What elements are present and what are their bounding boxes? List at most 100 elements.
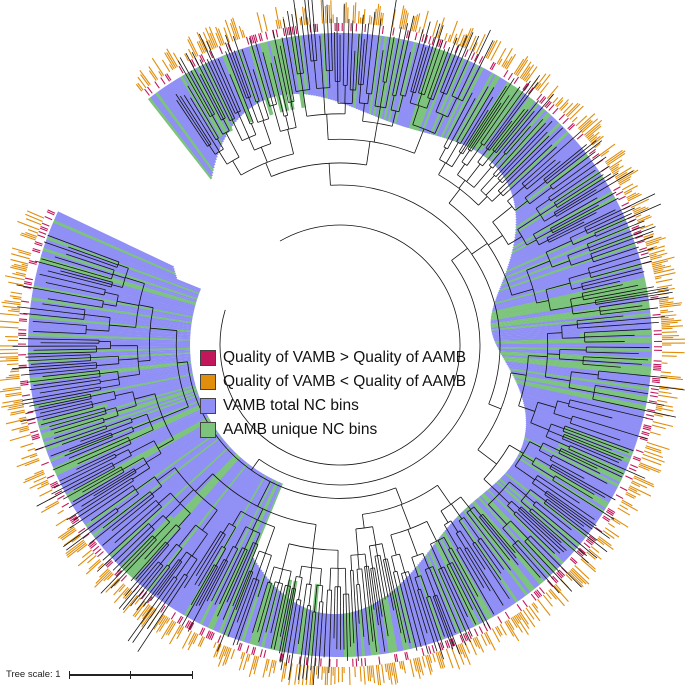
vamb-better-tick — [439, 642, 444, 651]
branch-radial — [248, 97, 259, 123]
aamb-better-tick — [617, 169, 639, 183]
vamb-better-tick — [147, 596, 153, 604]
branch-radial — [312, 524, 317, 549]
branch-radial — [467, 40, 494, 92]
branch-radial — [559, 450, 571, 457]
aamb-better-tick — [375, 664, 380, 685]
branch-radial — [450, 547, 463, 569]
branch-radial — [64, 440, 104, 457]
branch-radial — [579, 173, 612, 194]
aamb-better-tick — [0, 377, 20, 381]
branch-radial — [557, 400, 570, 405]
branch-radial — [562, 510, 585, 527]
aamb-better-tick — [375, 3, 380, 26]
branch-arc — [110, 432, 113, 437]
aamb-better-tick — [580, 120, 593, 132]
vamb-better-tick — [428, 646, 432, 655]
branch-radial — [595, 356, 649, 361]
aamb-better-tick — [390, 662, 394, 676]
branch-radial — [588, 243, 599, 249]
branch-radial — [500, 110, 535, 152]
vamb-bin-wedge — [500, 476, 582, 545]
vamb-bin-wedge — [513, 185, 611, 245]
branch-radial — [476, 569, 491, 592]
aamb-unique-bin-wedge — [435, 540, 480, 626]
branch-radial — [140, 500, 157, 514]
branch-radial — [444, 615, 460, 655]
vamb-better-tick — [49, 480, 58, 486]
branch-arc — [545, 423, 552, 437]
branch-arc — [477, 537, 482, 541]
branch-radial — [568, 506, 597, 527]
aamb-better-tick — [10, 266, 27, 272]
branch-radial — [270, 597, 284, 649]
branch-radial — [426, 608, 444, 660]
branch-radial — [487, 126, 505, 150]
vamb-better-tick — [191, 58, 196, 67]
branch-radial — [507, 185, 525, 202]
branch-radial — [375, 593, 386, 652]
aamb-better-tick — [252, 655, 258, 670]
aamb-better-tick — [630, 482, 641, 488]
aamb-better-tick — [12, 272, 26, 277]
aamb-better-tick — [18, 416, 27, 420]
vamb-better-tick — [431, 36, 435, 45]
aamb-better-tick — [657, 399, 668, 403]
branch-arc — [209, 113, 215, 118]
aamb-better-tick — [166, 48, 178, 68]
aamb-better-tick — [7, 406, 25, 411]
branch-radial — [73, 317, 84, 320]
branch-radial — [257, 481, 271, 507]
branch-radial — [428, 25, 444, 70]
branch-radial — [47, 298, 87, 306]
aamb-better-tick — [545, 592, 552, 600]
aamb-better-tick — [606, 152, 626, 166]
branch-radial — [446, 588, 471, 643]
aamb-better-tick — [139, 69, 151, 86]
branch-radial — [199, 73, 217, 105]
aamb-better-tick — [626, 192, 637, 199]
branch-radial — [408, 571, 414, 586]
branch-radial — [232, 560, 252, 607]
aamb-better-tick — [324, 5, 327, 24]
branch-radial — [426, 597, 433, 615]
branch-radial — [225, 546, 234, 561]
branch-radial — [177, 361, 188, 364]
vamb-better-tick — [287, 27, 291, 36]
branch-radial — [272, 29, 284, 78]
branch-radial — [383, 559, 389, 585]
branch-radial — [298, 60, 301, 74]
branch-radial — [533, 224, 551, 235]
aamb-better-tick — [586, 125, 602, 139]
branch-radial — [273, 93, 277, 105]
aamb-better-tick — [279, 19, 282, 29]
vamb-better-tick — [364, 23, 367, 33]
branch-radial — [30, 360, 79, 365]
vamb-bin-wedge — [505, 361, 651, 379]
branch-radial — [599, 213, 632, 229]
branch-radial — [502, 528, 516, 544]
branch-radial — [160, 543, 177, 564]
branch-radial — [66, 518, 109, 551]
branch-radial — [26, 375, 78, 383]
branch-radial — [426, 98, 431, 109]
branch-radial — [435, 611, 445, 637]
vamb-better-tick — [586, 538, 594, 545]
branch-radial — [43, 241, 97, 261]
branch-radial — [206, 100, 215, 115]
branch-radial — [415, 46, 427, 83]
vamb-better-tick — [630, 464, 638, 469]
branch-radial — [494, 80, 531, 131]
branch-radial — [544, 523, 589, 564]
branch-radial — [432, 596, 444, 623]
branch-radial — [593, 255, 613, 263]
branch-radial — [538, 239, 549, 246]
branch-radial — [374, 89, 378, 107]
branch-radial — [219, 99, 231, 121]
branch-radial — [370, 582, 375, 610]
aamb-better-tick — [485, 631, 496, 651]
branch-radial — [257, 594, 269, 633]
vamb-better-tick — [154, 81, 160, 89]
branch-radial — [313, 612, 317, 639]
aamb-better-tick — [569, 105, 584, 120]
